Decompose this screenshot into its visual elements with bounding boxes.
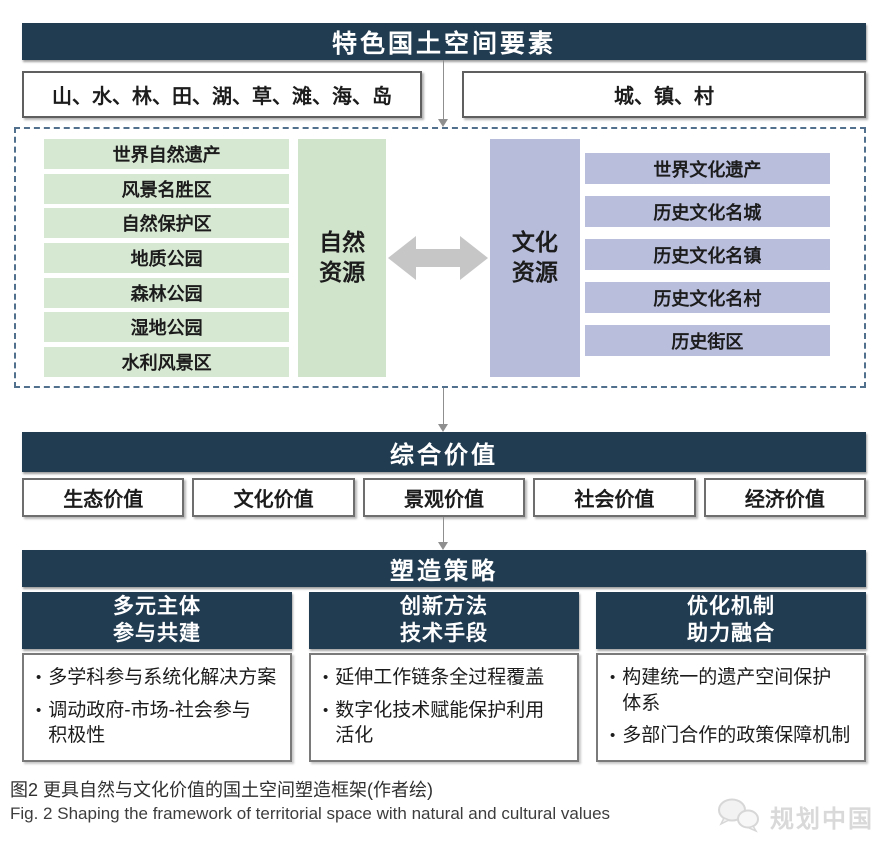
natural-elements-box: 山、水、林、田、湖、草、滩、海、岛 bbox=[22, 71, 422, 118]
value-box: 社会价值 bbox=[533, 478, 696, 517]
values-title-bar: 综合价值 bbox=[22, 432, 866, 472]
built-elements-box: 城、镇、村 bbox=[462, 71, 866, 118]
natural-item: 湿地公园 bbox=[44, 312, 290, 343]
natural-items-list: 世界自然遗产 风景名胜区 自然保护区 地质公园 森林公园 湿地公园 水利风景区 bbox=[44, 139, 290, 377]
figure-caption-zh: 图2 更具自然与文化价值的国土空间塑造框架(作者绘) bbox=[10, 780, 433, 800]
natural-item: 风景名胜区 bbox=[44, 173, 290, 204]
double-arrow-icon bbox=[388, 236, 488, 280]
bullet-icon: • bbox=[323, 701, 329, 719]
bullet-text: 数字化技术赋能保护利用 活化 bbox=[335, 699, 545, 747]
strategy-column-body: • 多学科参与系统化解决方案 • 调动政府-市场-社会参与 积极性 bbox=[22, 653, 292, 762]
values-row: 生态价值 文化价值 景观价值 社会价值 经济价值 bbox=[22, 478, 867, 517]
connector-arrowhead-bottom bbox=[438, 542, 448, 550]
bullet-icon: • bbox=[323, 669, 329, 686]
strategy-bullet: • 构建统一的遗产空间保护 体系 bbox=[610, 665, 858, 716]
watermark-text: 规划中国 bbox=[770, 805, 874, 833]
strategy-bullet: • 数字化技术赋能保护利用 活化 bbox=[323, 698, 571, 749]
resources-panel: 世界自然遗产 风景名胜区 自然保护区 地质公园 森林公园 湿地公园 水利风景区 … bbox=[14, 127, 866, 388]
value-box: 生态价值 bbox=[22, 478, 185, 517]
strategy-bullet: • 多学科参与系统化解决方案 bbox=[36, 665, 284, 691]
strategy-bullet: • 延伸工作链条全过程覆盖 bbox=[323, 665, 571, 691]
strategy-column-heading: 优化机制 助力融合 bbox=[596, 592, 866, 649]
bullet-text: 多部门合作的政策保障机制 bbox=[622, 725, 851, 747]
natural-item: 森林公园 bbox=[44, 277, 290, 308]
bullet-text: 延伸工作链条全过程覆盖 bbox=[335, 667, 545, 688]
strategy-bullet: • 多部门合作的政策保障机制 bbox=[610, 723, 858, 749]
chat-bubbles-icon bbox=[718, 798, 759, 833]
strategy-column-body: • 延伸工作链条全过程覆盖 • 数字化技术赋能保护利用 活化 bbox=[309, 653, 579, 762]
bullet-icon: • bbox=[36, 669, 42, 686]
connector-line-bottom bbox=[443, 517, 444, 542]
connector-arrowhead-top bbox=[438, 119, 448, 127]
strategy-columns: 多元主体 参与共建 • 多学科参与系统化解决方案 • 调动政府-市场-社会参与 … bbox=[22, 592, 866, 762]
natural-resources-block: 自然 资源 bbox=[298, 139, 386, 377]
strategy-column-heading: 多元主体 参与共建 bbox=[22, 592, 292, 649]
bullet-text: 构建统一的遗产空间保护 体系 bbox=[622, 667, 832, 714]
natural-item: 世界自然遗产 bbox=[44, 139, 290, 169]
exchange-arrow-zone bbox=[386, 139, 490, 377]
strategy-bullet: • 调动政府-市场-社会参与 积极性 bbox=[36, 698, 284, 749]
bullet-icon: • bbox=[36, 701, 42, 719]
cultural-item: 历史文化名城 bbox=[584, 196, 830, 227]
bullet-text: 调动政府-市场-社会参与 积极性 bbox=[48, 699, 251, 747]
cultural-item: 历史文化名村 bbox=[584, 282, 830, 313]
strategy-column: 优化机制 助力融合 • 构建统一的遗产空间保护 体系 • 多部门合作的政策保障机… bbox=[596, 592, 866, 762]
natural-item: 水利风景区 bbox=[44, 346, 290, 377]
value-box: 经济价值 bbox=[703, 478, 867, 517]
strategy-column: 多元主体 参与共建 • 多学科参与系统化解决方案 • 调动政府-市场-社会参与 … bbox=[22, 592, 292, 762]
watermark: 规划中国 bbox=[716, 797, 874, 835]
cultural-resources-block: 文化 资源 bbox=[490, 139, 580, 377]
strategy-column-body: • 构建统一的遗产空间保护 体系 • 多部门合作的政策保障机制 bbox=[596, 653, 866, 762]
cultural-item: 历史文化名镇 bbox=[584, 239, 830, 270]
value-box: 文化价值 bbox=[192, 478, 355, 517]
main-title-bar: 特色国土空间要素 bbox=[22, 23, 866, 60]
strategy-column-heading: 创新方法 技术手段 bbox=[309, 592, 579, 649]
cultural-items-list: 世界文化遗产 历史文化名城 历史文化名镇 历史文化名村 历史街区 bbox=[584, 139, 830, 377]
cultural-item: 世界文化遗产 bbox=[584, 153, 830, 184]
connector-line-middle bbox=[443, 388, 444, 424]
bullet-icon: • bbox=[610, 669, 616, 686]
strategy-column: 创新方法 技术手段 • 延伸工作链条全过程覆盖 • 数字化技术赋能保护利用 活化 bbox=[309, 592, 579, 762]
bullet-text: 多学科参与系统化解决方案 bbox=[48, 667, 277, 688]
natural-item: 自然保护区 bbox=[44, 208, 290, 239]
strategies-title-bar: 塑造策略 bbox=[22, 550, 866, 587]
connector-line-top bbox=[443, 60, 444, 119]
cultural-item: 历史街区 bbox=[584, 325, 830, 356]
natural-item: 地质公园 bbox=[44, 242, 290, 273]
connector-arrowhead-middle bbox=[438, 424, 448, 432]
bullet-icon: • bbox=[610, 727, 616, 745]
figure-caption-en: Fig. 2 Shaping the framework of territor… bbox=[10, 804, 611, 823]
value-box: 景观价值 bbox=[362, 478, 526, 517]
